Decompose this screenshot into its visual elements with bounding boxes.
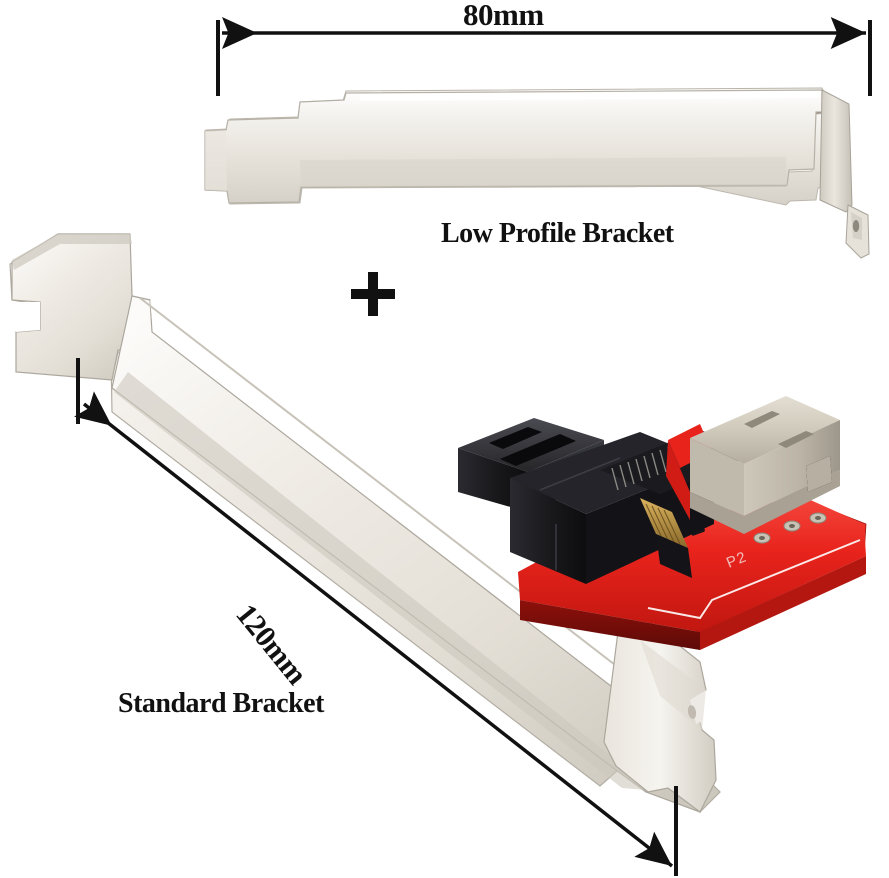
shell-vent-1 (744, 411, 780, 428)
dimension-80mm (216, 16, 872, 96)
low-profile-shadow-band (300, 157, 787, 187)
low-profile-highlight (360, 91, 818, 101)
dimension-120mm (74, 358, 678, 876)
shell-red-side (666, 440, 690, 520)
pcb-solder-pads (753, 512, 827, 544)
low-profile-right-flange (819, 89, 853, 213)
plus-icon (351, 272, 395, 316)
low-profile-screw-hole (852, 220, 860, 232)
plus-icon-vertical-bar (368, 272, 378, 316)
pcb-edge-right (700, 556, 866, 650)
external-shell-front (690, 438, 744, 516)
dimension-label-80mm: 80mm (463, 0, 544, 32)
low-profile-left-tab (205, 130, 227, 191)
external-shell-top (690, 396, 840, 464)
external-shell-side (744, 420, 840, 516)
shell-bottom-wrap (690, 470, 840, 534)
standard-bracket-head-notch (16, 302, 40, 332)
adapter-card (458, 396, 867, 650)
caption-low-profile-bracket: Low Profile Bracket (441, 218, 674, 249)
low-profile-bracket (204, 87, 870, 259)
standard-bracket-head-fold (12, 234, 132, 270)
shell-tab-fill (806, 456, 832, 492)
pcb-silkscreen-trace (647, 539, 861, 620)
caption-standard-bracket: Standard Bracket (118, 688, 324, 719)
dimension-arrow-line-diagonal (74, 391, 674, 868)
shell-vent-2 (778, 431, 814, 448)
